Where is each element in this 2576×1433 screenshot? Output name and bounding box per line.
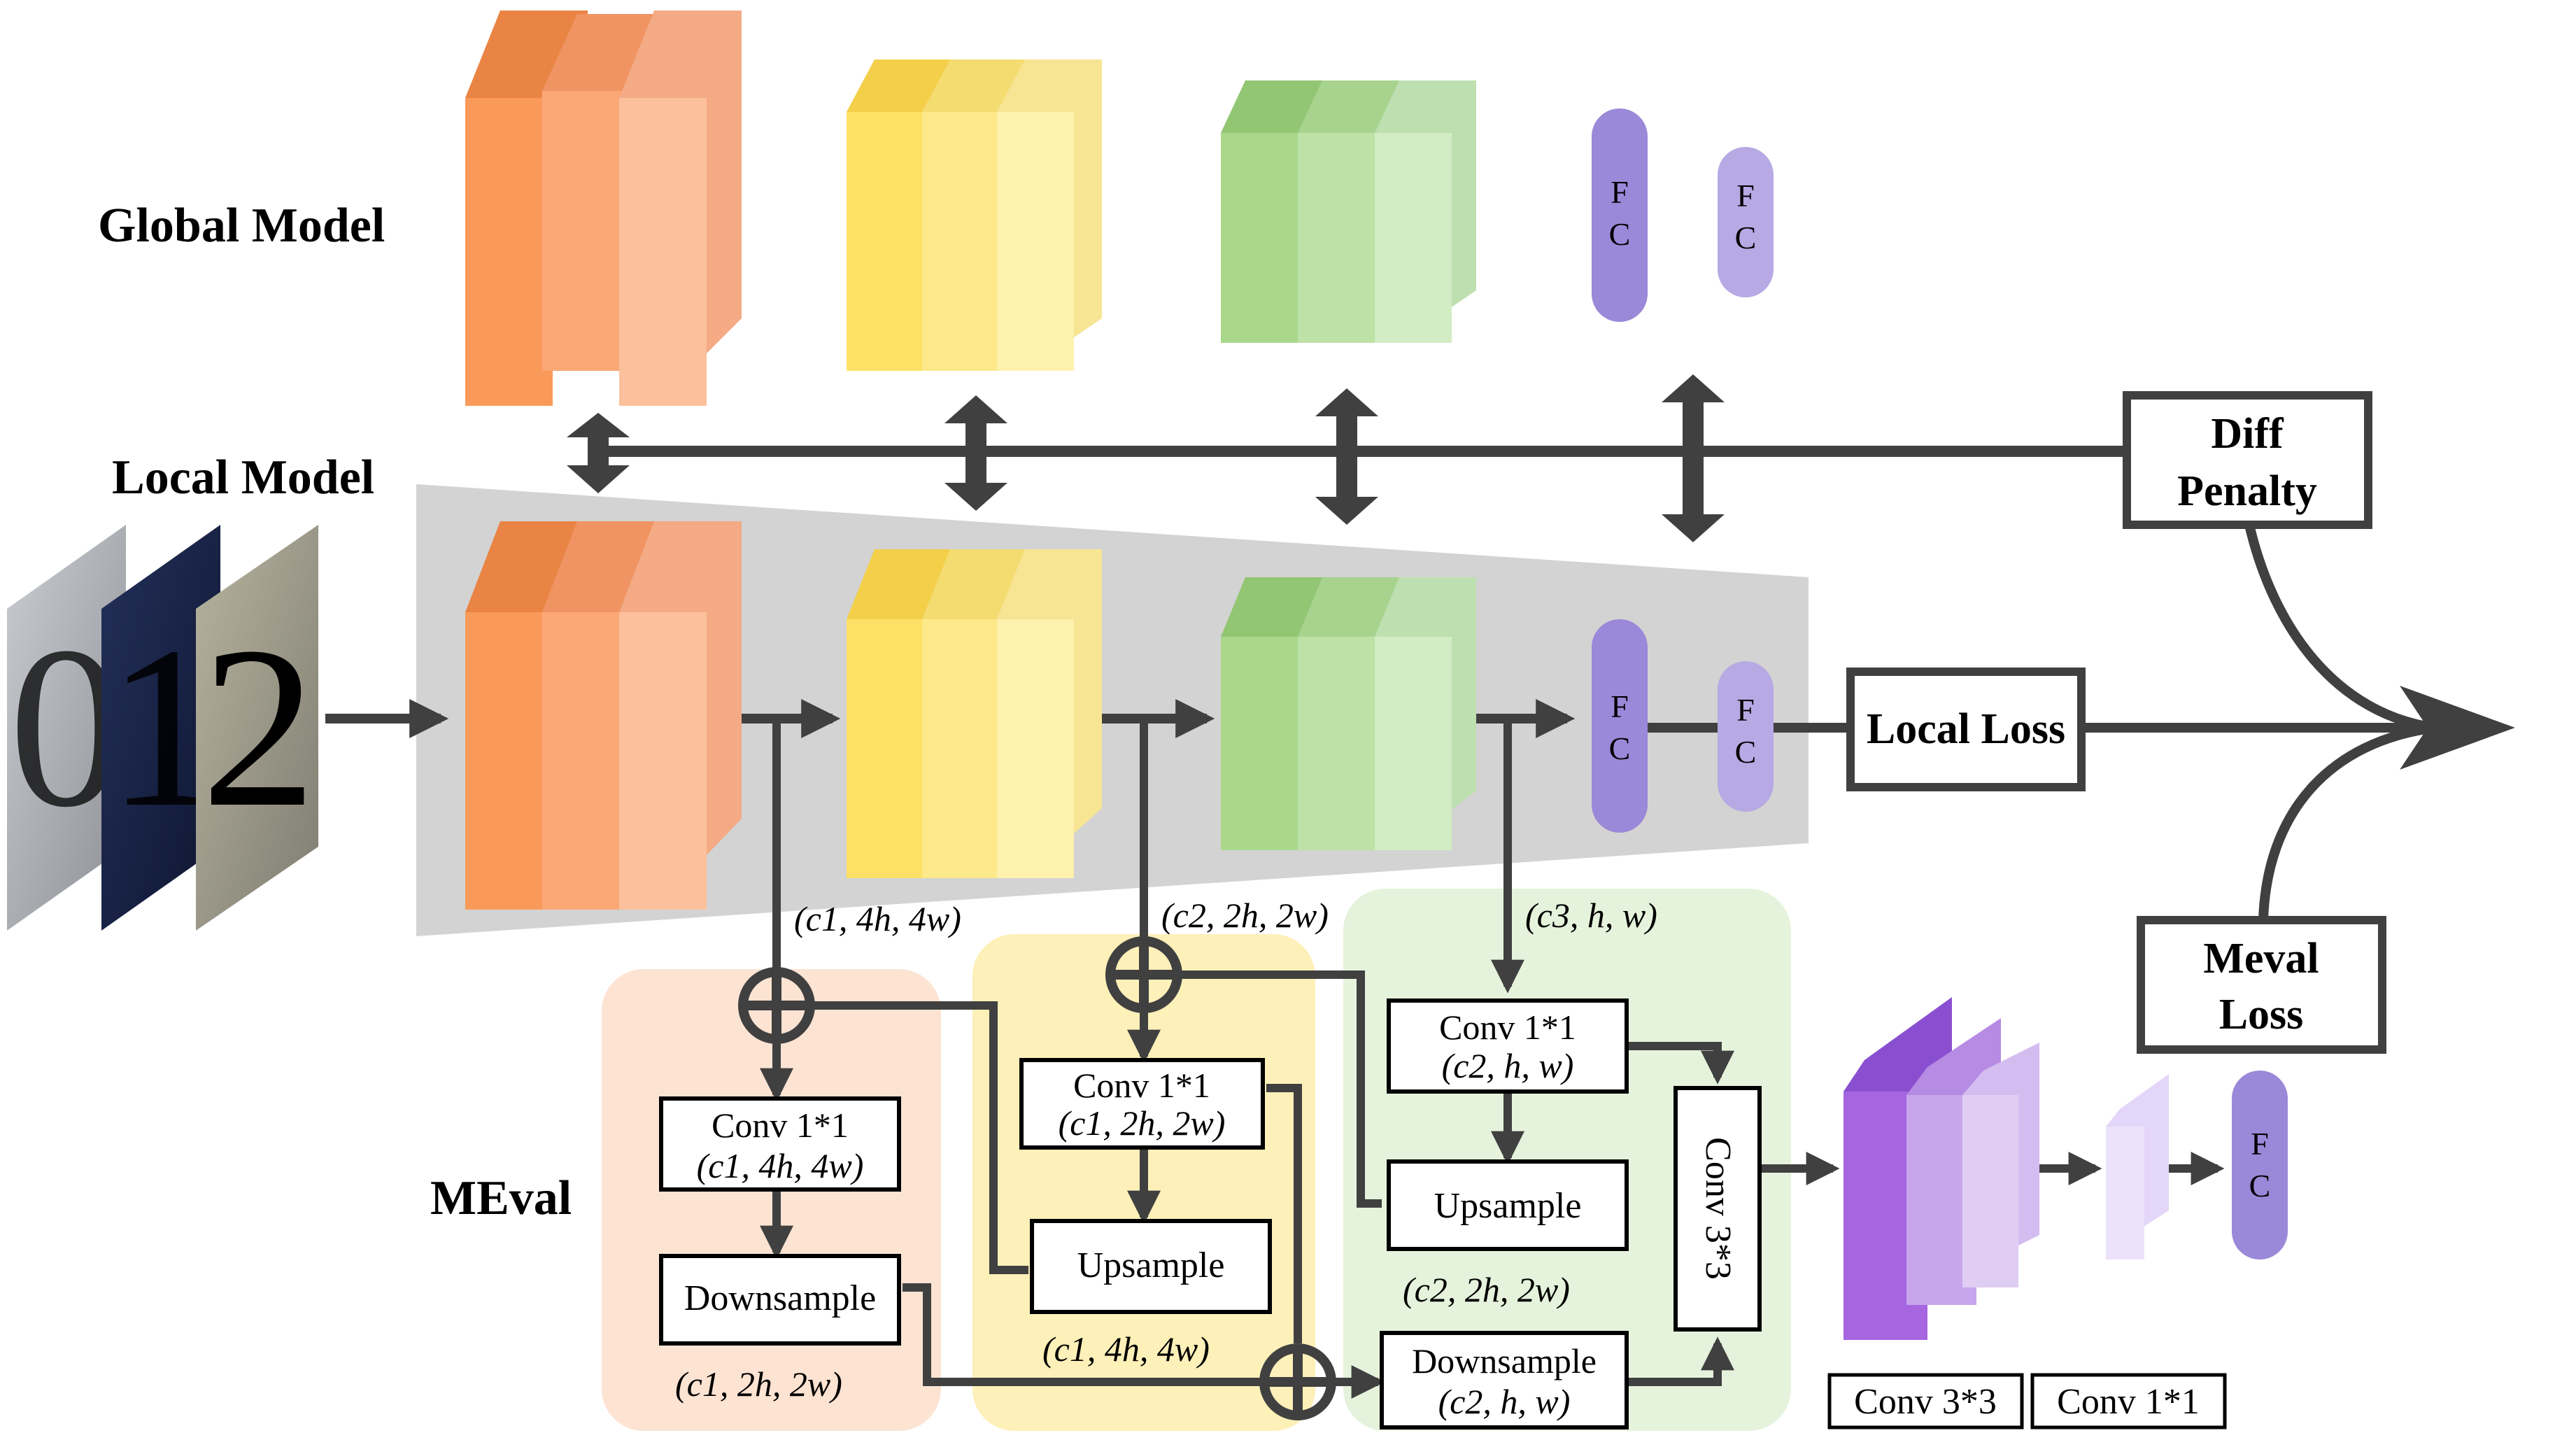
oplus-orange bbox=[738, 967, 815, 1044]
svg-text:2: 2 bbox=[201, 600, 317, 855]
meval-downsample-c: Downsample (c2, h, w) bbox=[1380, 1331, 1629, 1430]
svg-text:F: F bbox=[1611, 689, 1629, 724]
svg-text:C: C bbox=[1609, 216, 1631, 252]
svg-text:(c2, 2h, 2w): (c2, 2h, 2w) bbox=[1161, 896, 1329, 935]
global-yellow-block bbox=[847, 59, 1102, 371]
svg-text:F: F bbox=[1611, 174, 1629, 210]
meval-loss-box: Meval Loss bbox=[2137, 916, 2386, 1054]
main-flow-arrows bbox=[325, 699, 2414, 738]
loss-merge-curves bbox=[2244, 523, 2435, 921]
local-green-block bbox=[1221, 577, 1476, 850]
svg-text:(c1, 2h, 2w): (c1, 2h, 2w) bbox=[1059, 1103, 1226, 1143]
meval-fc bbox=[2232, 1071, 2288, 1259]
svg-text:(c1, 2h, 2w): (c1, 2h, 2w) bbox=[675, 1364, 842, 1404]
input-images: 0 1 2 bbox=[7, 525, 318, 931]
local-loss-box: Local Loss bbox=[1846, 668, 2086, 791]
legend-conv1x1 bbox=[2030, 1373, 2227, 1430]
diff-penalty-box: Diff Penalty bbox=[2123, 391, 2372, 529]
global-fc-2 bbox=[1718, 147, 1774, 297]
meval-conv1x1-b: Conv 1*1 (c1, 2h, 2w) bbox=[1019, 1058, 1265, 1150]
svg-text:F: F bbox=[1736, 692, 1755, 728]
input-image-1 bbox=[101, 525, 220, 931]
svg-text:C: C bbox=[1735, 734, 1757, 770]
svg-text:Diff: Diff bbox=[2211, 410, 2284, 458]
svg-text:Conv 1*1: Conv 1*1 bbox=[712, 1106, 849, 1145]
svg-text:Conv 1*1: Conv 1*1 bbox=[1073, 1066, 1210, 1105]
svg-text:Meval: Meval bbox=[2203, 935, 2319, 982]
sum-nodes bbox=[738, 936, 1336, 1420]
meval-conv3x3-vertical: Conv 3*3 bbox=[1673, 1086, 1762, 1332]
global-model-layers: F C F C bbox=[465, 10, 1774, 406]
meval-upsample-b: Upsample bbox=[1030, 1219, 1272, 1314]
local-model-layers: F C F C bbox=[465, 521, 1774, 910]
shape-annotations: (c1, 4h, 4w) (c2, 2h, 2w) (c3, h, w) (c1… bbox=[675, 896, 1657, 1404]
oplus-yellow bbox=[1105, 936, 1182, 1013]
final-output-arrowhead bbox=[2400, 686, 2515, 770]
global-green-block bbox=[1221, 80, 1476, 343]
svg-text:Downsample: Downsample bbox=[684, 1278, 876, 1318]
diff-penalty-connections bbox=[567, 374, 2127, 542]
legend-conv3x3 bbox=[1827, 1373, 2024, 1430]
svg-text:(c2, h, w): (c2, h, w) bbox=[1438, 1382, 1571, 1421]
oplus-bottom bbox=[1259, 1343, 1336, 1420]
global-model-label: Global Model bbox=[98, 199, 385, 253]
local-model-label: Local Model bbox=[112, 451, 374, 504]
svg-text:F: F bbox=[2251, 1126, 2269, 1162]
svg-text:(c3, h, w): (c3, h, w) bbox=[1525, 896, 1657, 935]
legend: Conv 3*3 Conv 1*1 bbox=[1827, 1373, 2227, 1430]
svg-text:(c2, 2h, 2w): (c2, 2h, 2w) bbox=[1403, 1270, 1570, 1309]
global-fc-1 bbox=[1592, 108, 1648, 322]
svg-text:(c1, 4h, 4w): (c1, 4h, 4w) bbox=[794, 899, 961, 938]
input-image-0 bbox=[7, 525, 126, 931]
local-orange-block bbox=[465, 521, 742, 910]
global-orange-block bbox=[465, 10, 742, 406]
svg-text:Conv 3*3: Conv 3*3 bbox=[1698, 1137, 1738, 1280]
svg-text:F: F bbox=[1736, 178, 1755, 213]
meval-upsample-c: Upsample bbox=[1387, 1159, 1629, 1251]
local-yellow-block bbox=[847, 549, 1102, 878]
local-fc-1 bbox=[1592, 619, 1648, 833]
svg-text:C: C bbox=[2249, 1168, 2271, 1203]
svg-text:C: C bbox=[1609, 730, 1631, 766]
svg-text:Conv 1*1: Conv 1*1 bbox=[1439, 1008, 1576, 1047]
svg-text:(c1, 4h, 4w): (c1, 4h, 4w) bbox=[697, 1146, 864, 1185]
svg-text:Downsample: Downsample bbox=[1412, 1341, 1597, 1381]
svg-text:Upsample: Upsample bbox=[1434, 1186, 1582, 1226]
svg-text:Upsample: Upsample bbox=[1077, 1245, 1225, 1285]
svg-text:Conv 3*3: Conv 3*3 bbox=[1854, 1382, 1997, 1422]
svg-text:(c2, h, w): (c2, h, w) bbox=[1442, 1046, 1574, 1085]
input-image-2 bbox=[196, 525, 318, 931]
meval-label: MEval bbox=[430, 1171, 572, 1225]
meval-conv1x1-c: Conv 1*1 (c2, h, w) bbox=[1387, 998, 1629, 1094]
svg-text:Local Loss: Local Loss bbox=[1867, 705, 2065, 753]
meval-head-layers: F C bbox=[1843, 997, 2288, 1340]
local-fc-2 bbox=[1718, 661, 1774, 812]
svg-text:Penalty: Penalty bbox=[2177, 467, 2317, 515]
meval-conv1x1-a: Conv 1*1 (c1, 4h, 4w) bbox=[659, 1096, 901, 1192]
meval-downsample-a: Downsample bbox=[659, 1254, 901, 1346]
svg-text:Conv 1*1: Conv 1*1 bbox=[2057, 1382, 2200, 1422]
svg-text:Loss: Loss bbox=[2219, 991, 2304, 1038]
svg-text:(c1, 4h, 4w): (c1, 4h, 4w) bbox=[1042, 1329, 1210, 1369]
svg-text:C: C bbox=[1735, 220, 1757, 255]
